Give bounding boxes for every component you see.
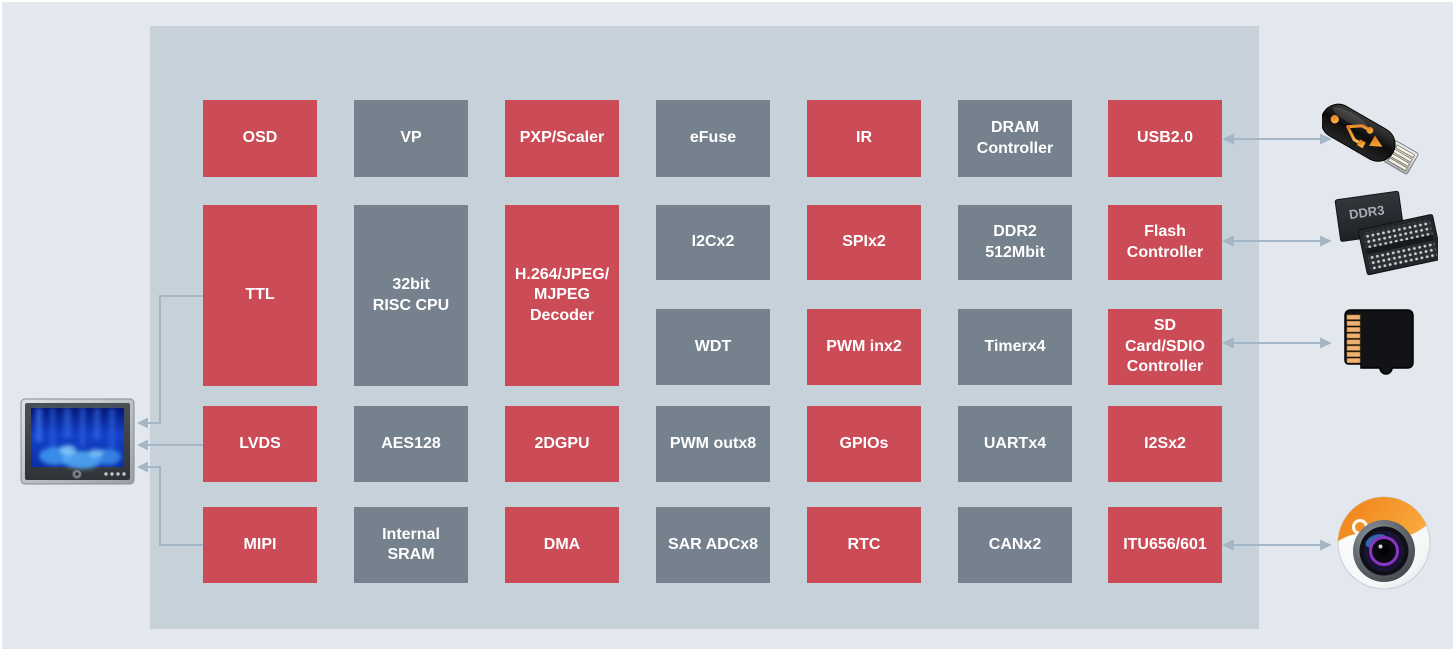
block-mipi: MIPI: [203, 507, 317, 583]
block-lvds: LVDS: [203, 406, 317, 482]
block-efuse: eFuse: [656, 100, 770, 177]
block-label: USB2.0: [1136, 129, 1194, 147]
block-sd-card-sdio-controller: SD Card/SDIO Controller: [1108, 309, 1222, 385]
block-label: 32bit RISC CPU: [372, 276, 450, 314]
camera-icon: [1337, 496, 1431, 590]
block-label: UARTx4: [983, 434, 1047, 452]
block-label: I2Cx2: [691, 233, 735, 251]
block-i2cx2: I2Cx2: [656, 205, 770, 280]
block-label: I2Sx2: [1144, 434, 1186, 452]
block-dma: DMA: [505, 507, 619, 583]
block-label: Internal SRAM: [382, 525, 440, 563]
block-itu656-601: ITU656/601: [1108, 507, 1222, 583]
block-flash-controller: Flash Controller: [1108, 205, 1222, 280]
block-rtc: RTC: [807, 507, 921, 583]
block-gpios: GPIOs: [807, 406, 921, 482]
block-h-264-jpeg-mjpeg-decoder: H.264/JPEG/ MJPEG Decoder: [505, 205, 619, 386]
block-canx2: CANx2: [958, 507, 1072, 583]
block-label: eFuse: [689, 129, 737, 147]
block-spix2: SPIx2: [807, 205, 921, 280]
ddr3-memory-icon: DDR3: [1334, 190, 1438, 276]
block-label: DDR2 512Mbit: [985, 223, 1045, 261]
block-label: SAR ADCx8: [667, 535, 759, 553]
block-wdt: WDT: [656, 309, 770, 385]
block-dram-controller: DRAM Controller: [958, 100, 1072, 177]
block-label: SPIx2: [842, 233, 886, 251]
block-label: ITU656/601: [1123, 535, 1207, 553]
ddr3-chip-label: DDR3: [1348, 202, 1385, 222]
block-ir: IR: [807, 100, 921, 177]
block-aes128: AES128: [354, 406, 468, 482]
block-label: PXP/Scaler: [519, 129, 605, 147]
block-label: SD Card/SDIO Controller: [1124, 317, 1205, 376]
block-sar-adcx8: SAR ADCx8: [656, 507, 770, 583]
block-pwm-outx8: PWM outx8: [656, 406, 770, 482]
block-ddr2-512mbit: DDR2 512Mbit: [958, 205, 1072, 280]
block-label: CANx2: [988, 535, 1042, 553]
block-32bit-risc-cpu: 32bit RISC CPU: [354, 205, 468, 386]
block-label: OSD: [242, 129, 278, 147]
block-label: DRAM Controller: [976, 119, 1054, 157]
block-internal-sram: Internal SRAM: [354, 507, 468, 583]
block-vp: VP: [354, 100, 468, 177]
block-label: WDT: [694, 337, 732, 355]
micro-sd-card-icon: [1344, 309, 1414, 375]
block-i2sx2: I2Sx2: [1108, 406, 1222, 482]
block-label: 2DGPU: [534, 434, 590, 452]
block-label: Timerx4: [984, 337, 1046, 355]
block-usb2-0: USB2.0: [1108, 100, 1222, 177]
block-ttl: TTL: [203, 205, 317, 386]
block-label: MIPI: [243, 535, 277, 553]
block-osd: OSD: [203, 100, 317, 177]
block-label: PWM outx8: [669, 434, 757, 452]
block-label: VP: [400, 129, 422, 147]
block-label: TTL: [245, 286, 275, 304]
block-label: Flash Controller: [1126, 223, 1204, 261]
monitor-icon: [20, 398, 135, 485]
block-label: PWM inx2: [826, 337, 902, 355]
block-label: RTC: [847, 535, 881, 553]
block-label: GPIOs: [839, 434, 889, 452]
block-2dgpu: 2DGPU: [505, 406, 619, 482]
usb-flash-drive-icon: [1322, 103, 1419, 175]
block-label: LVDS: [239, 434, 281, 452]
block-label: IR: [856, 129, 872, 147]
block-label: H.264/JPEG/ MJPEG Decoder: [514, 265, 610, 324]
block-pxp-scaler: PXP/Scaler: [505, 100, 619, 177]
block-label: AES128: [381, 434, 441, 452]
block-label: DMA: [543, 535, 581, 553]
block-uartx4: UARTx4: [958, 406, 1072, 482]
block-timerx4: Timerx4: [958, 309, 1072, 385]
block-pwm-inx2: PWM inx2: [807, 309, 921, 385]
